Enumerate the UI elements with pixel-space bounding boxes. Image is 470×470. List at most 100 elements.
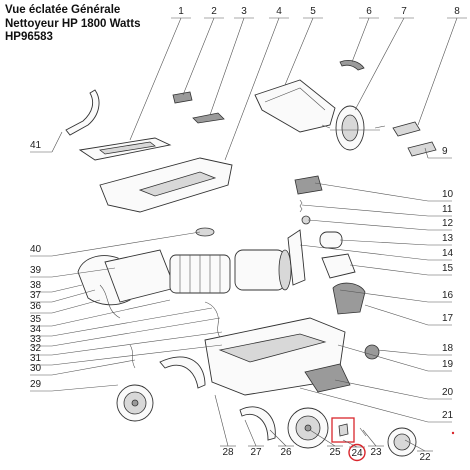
callout-number-2: 2 xyxy=(211,6,217,17)
callout-number-35: 35 xyxy=(30,314,42,325)
callout-38: 38 xyxy=(30,280,83,293)
callout-leader-10 xyxy=(314,182,429,202)
callout-leader-26 xyxy=(269,429,287,447)
callout-36: 36 xyxy=(30,299,101,314)
callout-number-17: 17 xyxy=(442,313,454,324)
part-23-pin xyxy=(359,427,367,437)
part-8-block xyxy=(392,121,421,137)
part-40-cap xyxy=(195,227,215,237)
callout-18: 18 xyxy=(377,343,454,356)
callout-leader-9 xyxy=(424,147,429,159)
callout-number-29: 29 xyxy=(30,379,42,390)
callout-40: 40 xyxy=(30,231,201,257)
callout-4: 4 xyxy=(224,6,289,161)
callout-41: 41 xyxy=(30,131,63,153)
callout-number-26: 26 xyxy=(280,447,292,458)
callout-leader-41 xyxy=(51,131,63,153)
callout-leader-23 xyxy=(362,429,377,447)
callout-leader-14 xyxy=(299,244,429,261)
part-15-box xyxy=(321,253,356,279)
callout-number-23: 23 xyxy=(370,447,382,458)
callout-17: 17 xyxy=(364,304,454,326)
callout-33: 33 xyxy=(30,317,221,347)
callout-number-8: 8 xyxy=(454,6,460,17)
callout-number-28: 28 xyxy=(222,447,234,458)
callout-number-36: 36 xyxy=(30,301,42,312)
callout-11: 11 xyxy=(301,204,453,217)
callout-number-15: 15 xyxy=(442,263,454,274)
callout-24: 24 xyxy=(342,439,366,462)
callout-leader-39 xyxy=(51,267,116,278)
callout-19: 19 xyxy=(337,344,454,372)
callout-13: 13 xyxy=(339,233,454,246)
title-line-2: Nettoyeur HP 1800 Watts xyxy=(5,17,141,30)
callout-leader-37 xyxy=(51,289,96,303)
callout-28: 28 xyxy=(214,394,236,458)
callout-leader-24 xyxy=(342,439,358,448)
callout-leader-8 xyxy=(417,17,458,126)
part-27-fender xyxy=(159,356,206,389)
callout-number-30: 30 xyxy=(30,363,42,374)
callout-leader-34 xyxy=(51,307,213,337)
callout-number-18: 18 xyxy=(442,343,454,354)
callout-leader-38 xyxy=(51,284,83,293)
callout-27: 27 xyxy=(244,419,264,458)
callout-leader-35 xyxy=(51,299,171,327)
part-26-arc xyxy=(239,406,276,441)
callout-number-33: 33 xyxy=(30,334,42,345)
callout-number-31: 31 xyxy=(30,353,42,364)
callout-number-10: 10 xyxy=(442,189,454,200)
callout-leader-11 xyxy=(301,204,429,217)
diagram-title: Vue éclatée Générale Nettoyeur HP 1800 W… xyxy=(5,4,141,45)
callout-23: 23 xyxy=(362,429,384,458)
part-11-spring xyxy=(299,199,303,213)
callout-number-14: 14 xyxy=(442,248,454,259)
callout-leader-28 xyxy=(214,394,229,447)
callout-leader-2 xyxy=(182,17,215,96)
title-line-3: HP96583 xyxy=(5,31,53,43)
callout-leader-32 xyxy=(51,331,223,356)
callout-7: 7 xyxy=(354,6,414,111)
callout-37: 37 xyxy=(30,289,96,303)
part-10-switch xyxy=(294,175,323,195)
callout-31: 31 xyxy=(30,344,223,366)
part-41-hose xyxy=(65,89,100,136)
callout-26: 26 xyxy=(269,429,294,458)
part-13-filter xyxy=(319,231,343,249)
callout-leader-36 xyxy=(51,299,101,314)
callout-number-3: 3 xyxy=(241,6,247,17)
callout-number-21: 21 xyxy=(442,410,454,421)
callout-29: 29 xyxy=(30,379,119,392)
callout-15: 15 xyxy=(349,263,454,276)
part-20-lower-cover xyxy=(304,363,351,393)
callout-leader-6 xyxy=(351,17,370,63)
part-18-knob xyxy=(364,344,380,360)
part-22-hubcap xyxy=(387,427,417,457)
part-5-top-housing-ridge xyxy=(264,87,326,111)
callout-number-41: 41 xyxy=(30,140,42,151)
callout-number-25: 25 xyxy=(329,447,341,458)
callout-leader-21 xyxy=(299,387,429,423)
part-28-wheel xyxy=(116,384,154,422)
part-16-cover xyxy=(332,282,366,315)
callout-leader-25 xyxy=(309,429,336,447)
callout-6: 6 xyxy=(351,6,379,63)
callout-leader-27 xyxy=(244,419,257,447)
callout-leader-33 xyxy=(51,317,221,347)
callout-highlight-circle-24 xyxy=(348,443,366,462)
callout-30: 30 xyxy=(30,359,136,376)
callout-2: 2 xyxy=(182,6,224,96)
callout-16: 16 xyxy=(339,289,454,303)
callout-leader-3 xyxy=(209,17,245,116)
callout-number-27: 27 xyxy=(250,447,262,458)
callout-leader-4 xyxy=(224,17,280,161)
callout-leader-19 xyxy=(337,344,429,372)
callout-number-20: 20 xyxy=(442,387,454,398)
callout-leader-20 xyxy=(334,379,429,400)
callout-35: 35 xyxy=(30,299,171,327)
callout-leader-15 xyxy=(349,264,429,276)
callout-39: 39 xyxy=(30,265,116,278)
callout-leader-40 xyxy=(51,231,201,257)
title-line-1: Vue éclatée Générale xyxy=(5,4,121,16)
